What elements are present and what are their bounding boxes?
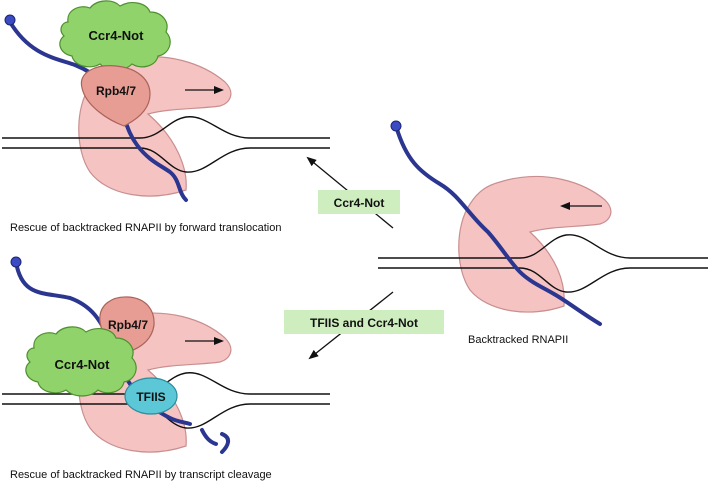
tfiis-label: TFIIS bbox=[136, 390, 165, 404]
bottom-ccr4-not-label: Ccr4-Not bbox=[55, 357, 111, 372]
top-dna bbox=[2, 116, 330, 173]
top-panel: Ccr4-Not Rpb4/7 Rescue of backtracked RN… bbox=[2, 0, 330, 234]
cleaved-rna-fragment-1 bbox=[200, 428, 218, 446]
transition-arrows: Ccr4-Not TFIIS and Ccr4-Not bbox=[284, 156, 444, 360]
tfiis-ellipse bbox=[124, 377, 178, 415]
lower-transition-label-box bbox=[284, 310, 444, 334]
top-rna-cap bbox=[4, 14, 16, 26]
upper-transition-label-box bbox=[318, 190, 400, 214]
right-caption: Backtracked RNAPII bbox=[468, 334, 568, 346]
right-panel: Backtracked RNAPII bbox=[378, 120, 708, 346]
right-rna-cap bbox=[390, 120, 402, 132]
top-caption: Rescue of backtracked RNAPII by forward … bbox=[10, 222, 281, 234]
bottom-panel: Rpb4/7 Ccr4-Not TFIIS Rescue of backtrac… bbox=[2, 256, 330, 481]
top-ccr4-not-label: Ccr4-Not bbox=[89, 28, 145, 43]
lower-transition-label: TFIIS and Ccr4-Not bbox=[310, 316, 418, 330]
bottom-caption: Rescue of backtracked RNAPII by transcri… bbox=[10, 469, 272, 481]
top-rpb4-7-label: Rpb4/7 bbox=[96, 84, 136, 98]
top-ccr4-not-cloud bbox=[59, 0, 171, 71]
right-rnapii bbox=[458, 175, 612, 313]
bottom-rpb4-7-label: Rpb4/7 bbox=[108, 318, 148, 332]
right-rna-strand bbox=[394, 124, 602, 326]
upper-transition-label: Ccr4-Not bbox=[334, 196, 385, 210]
cleaved-rna-fragment-2 bbox=[220, 432, 230, 454]
bottom-rna-cap bbox=[10, 256, 22, 268]
right-dna bbox=[378, 234, 708, 293]
bottom-ccr4-not-cloud bbox=[25, 326, 137, 397]
top-rpb4-7 bbox=[80, 65, 151, 127]
